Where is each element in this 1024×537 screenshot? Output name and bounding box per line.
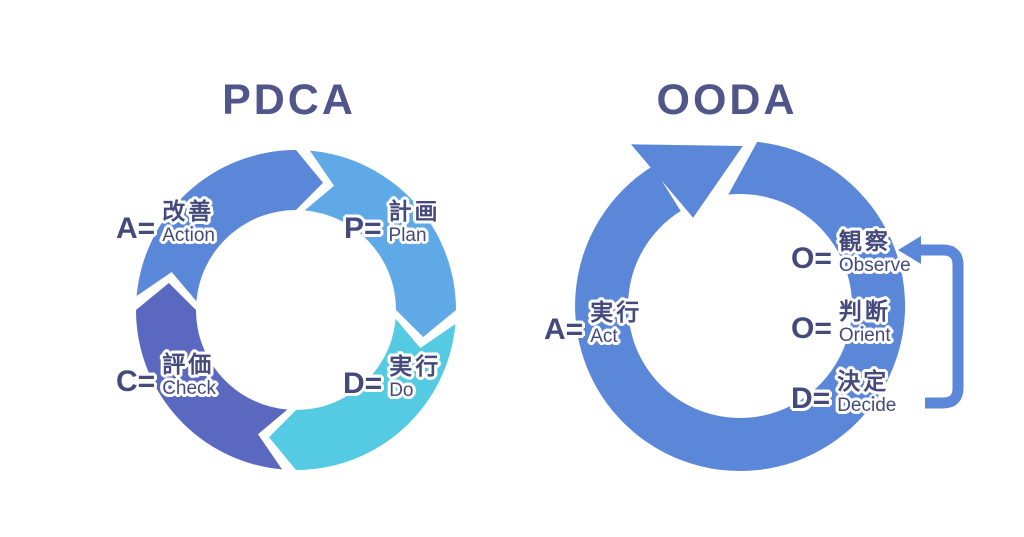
pdca-segment-do [269, 318, 456, 470]
step-english: Act [590, 326, 618, 348]
step-kanji: 決定 [837, 368, 890, 394]
step-letter: C= [116, 365, 156, 398]
step-kanji: 判断 [838, 298, 891, 324]
step-words: 実行 Act [590, 299, 643, 348]
step-english: Decide [837, 395, 897, 417]
step-kanji: 実行 [590, 299, 643, 325]
step-words: 計画 Plan [388, 198, 441, 247]
step-kanji: 評価 [162, 351, 215, 377]
step-words: 改善 Action [162, 198, 215, 247]
step-kanji: 観察 [838, 228, 891, 254]
pdca-segment-action [136, 150, 323, 302]
step-letter: A= [116, 212, 156, 245]
pdca-title: PDCA [222, 75, 356, 124]
step-words: 評価 Check [162, 351, 217, 400]
step-english: Plan [388, 225, 427, 247]
step-kanji: 実行 [389, 353, 442, 379]
ooda-label-observe: O= 観察 Observe [791, 228, 911, 277]
ooda-title: OODA [656, 75, 798, 124]
step-words: 実行 Do [389, 353, 442, 402]
step-letter: A= [544, 313, 584, 346]
step-english: Orient [838, 325, 891, 347]
step-words: 決定 Decide [837, 368, 897, 417]
pdca-label-do: D= 実行 Do [343, 353, 442, 402]
pdca-segment-check [136, 283, 288, 470]
pdca-label-plan: P= 計画 Plan [344, 198, 441, 247]
step-letter: P= [344, 212, 382, 245]
ooda-label-act: A= 実行 Act [544, 299, 643, 348]
step-english: Observe [838, 255, 911, 277]
ooda-cycle-diagram [575, 141, 964, 472]
step-kanji: 計画 [388, 198, 441, 224]
step-letter: O= [791, 242, 832, 275]
ooda-feedback-arrow [921, 244, 964, 409]
pdca-label-action: A= 改善 Action [116, 198, 215, 247]
pdca-segment-plan [304, 150, 456, 337]
ooda-label-decide: D= 決定 Decide [791, 368, 897, 417]
ooda-feedback-arrowhead-icon [898, 236, 921, 264]
step-english: Do [389, 380, 414, 402]
pdca-cycle-diagram [136, 150, 456, 470]
step-letter: D= [791, 382, 831, 415]
step-words: 観察 Observe [838, 228, 911, 277]
step-english: Check [162, 378, 217, 400]
ooda-label-orient: O= 判断 Orient [791, 298, 891, 347]
step-letter: D= [343, 367, 383, 400]
step-english: Action [162, 225, 215, 247]
ooda-ring [575, 141, 906, 472]
step-words: 判断 Orient [838, 298, 891, 347]
step-letter: O= [791, 312, 832, 345]
pdca-label-check: C= 評価 Check [116, 351, 217, 400]
ooda-ring-arrowhead-icon [631, 144, 743, 218]
step-kanji: 改善 [162, 198, 215, 224]
